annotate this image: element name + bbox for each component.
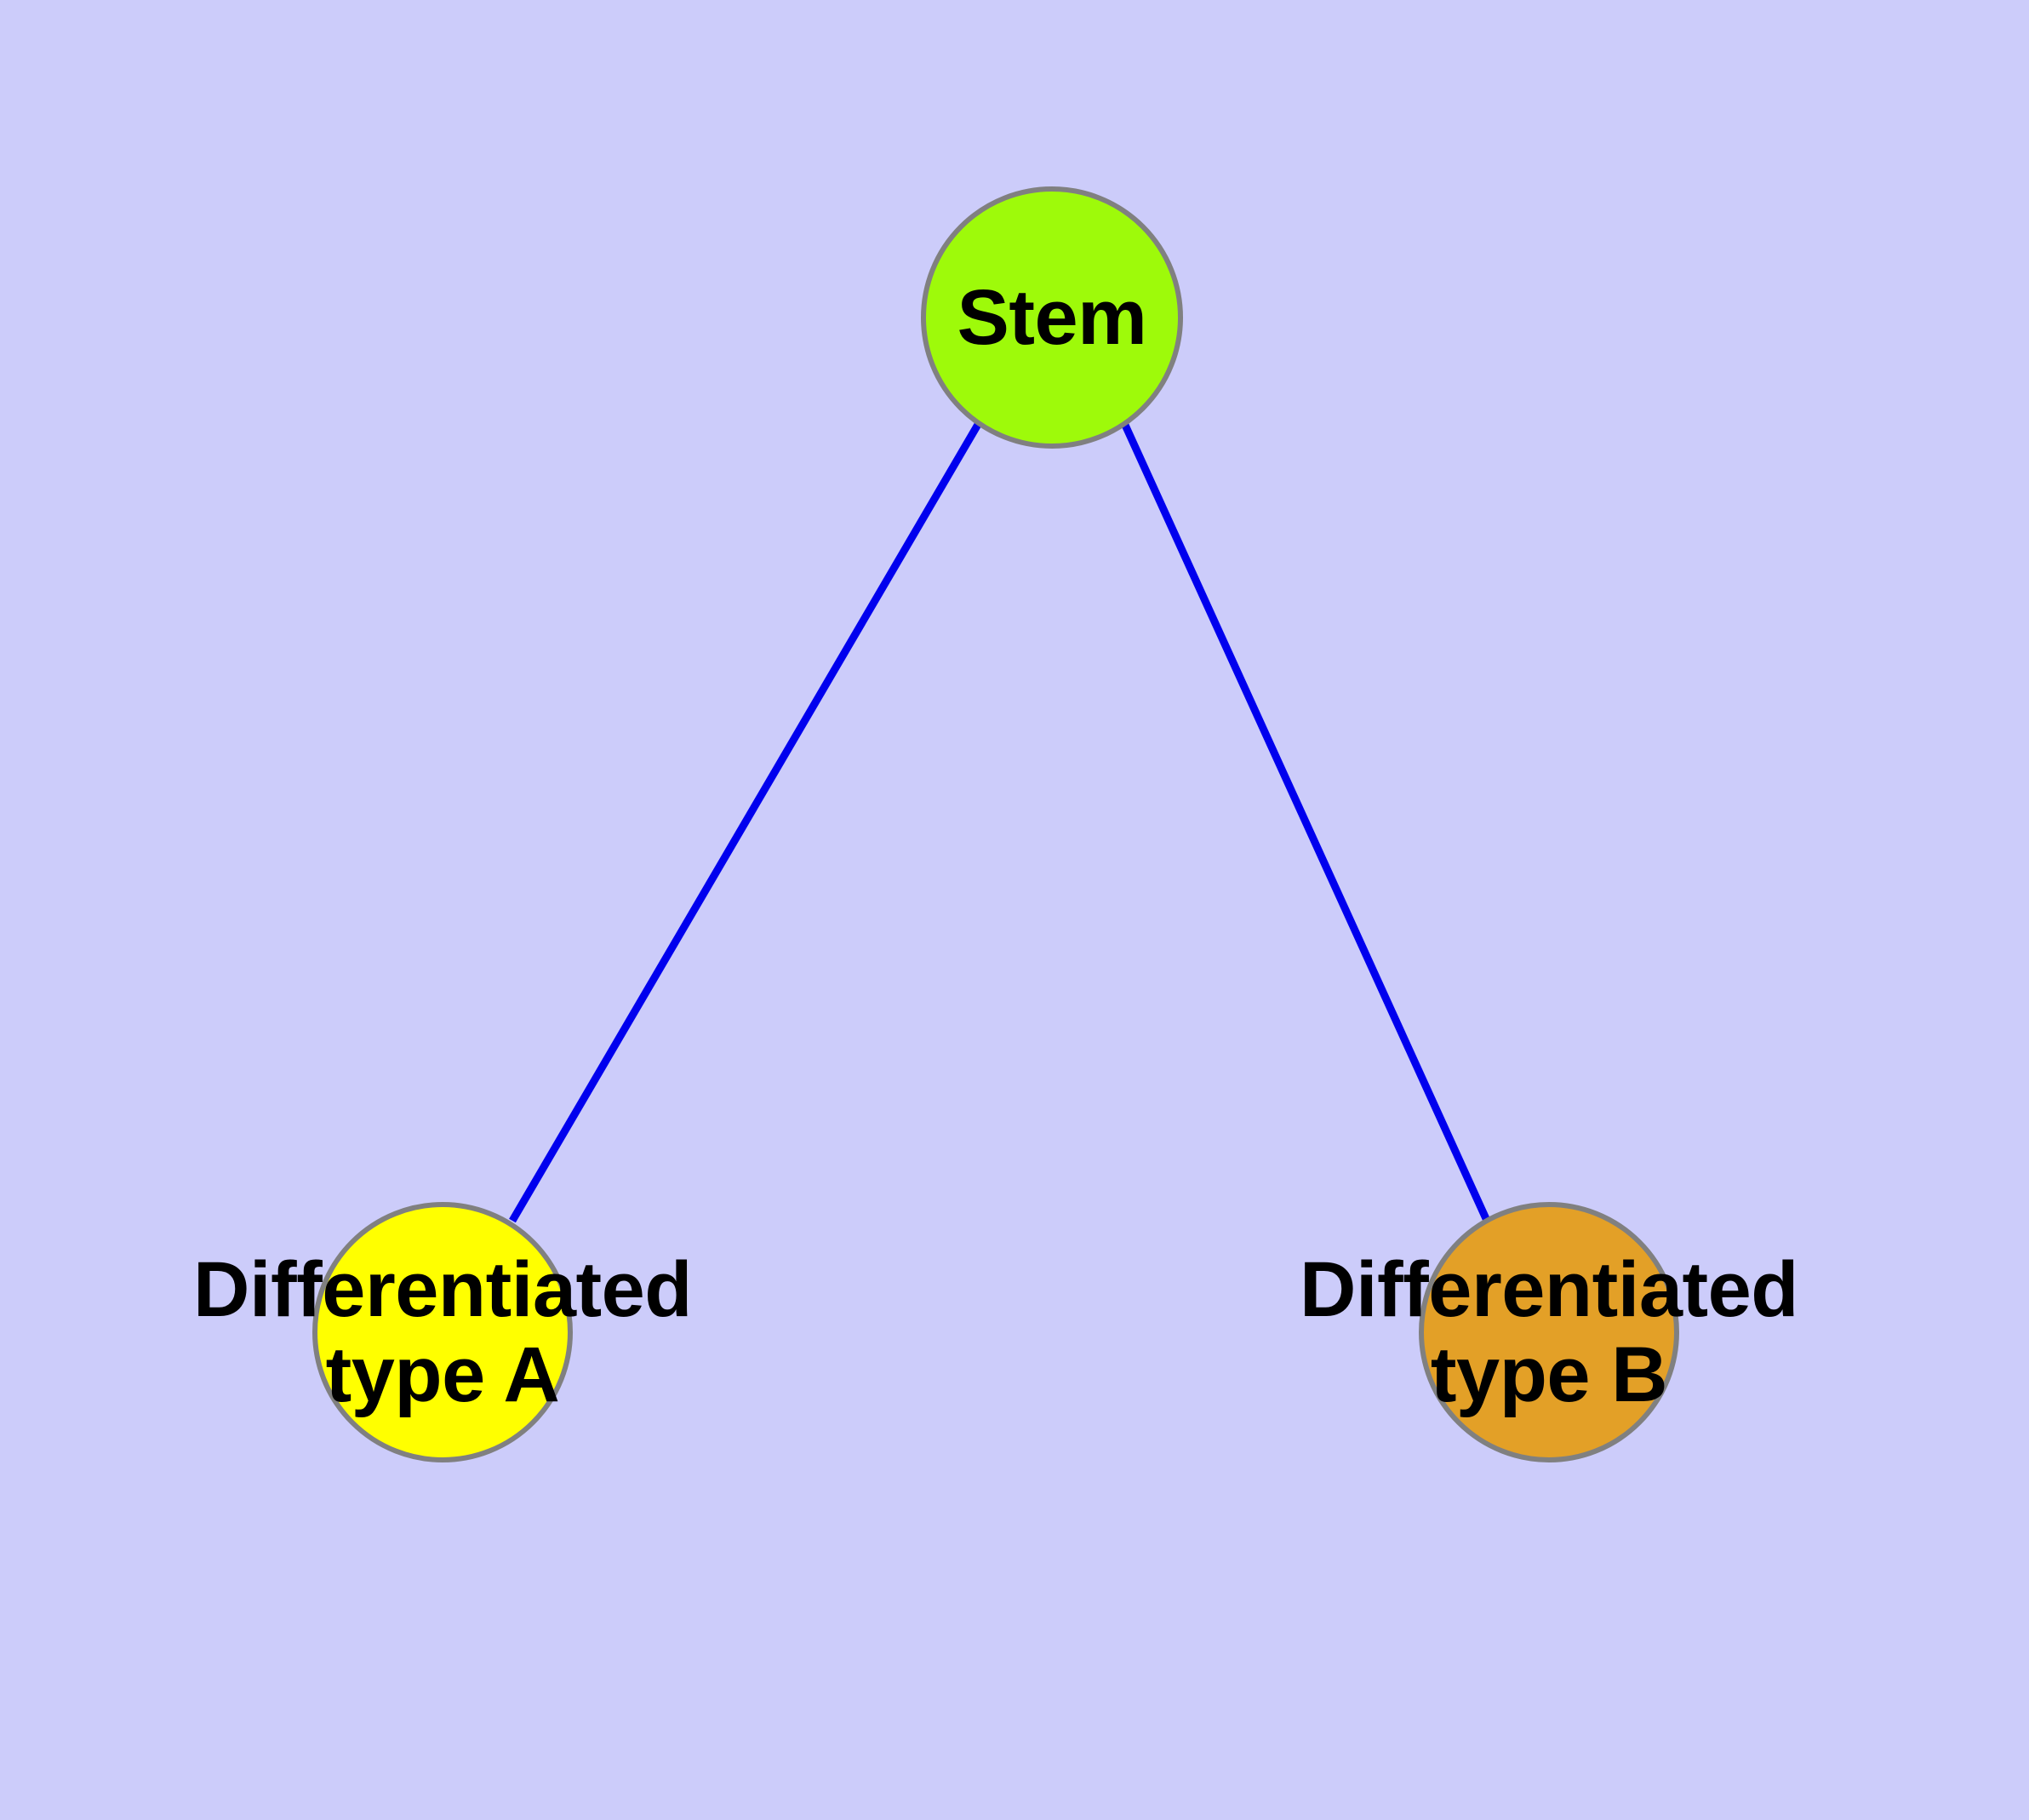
node-stem-circle[interactable] — [921, 186, 1183, 449]
edge-layer — [509, 421, 1492, 1224]
node-layer — [312, 186, 1679, 1462]
edge-stem-to-differentiated-a[interactable] — [509, 421, 982, 1223]
node-differentiated-b-circle[interactable] — [1419, 1202, 1679, 1462]
node-differentiated-a-circle[interactable] — [312, 1202, 573, 1462]
edge-stem-to-differentiated-b[interactable] — [1120, 421, 1492, 1224]
